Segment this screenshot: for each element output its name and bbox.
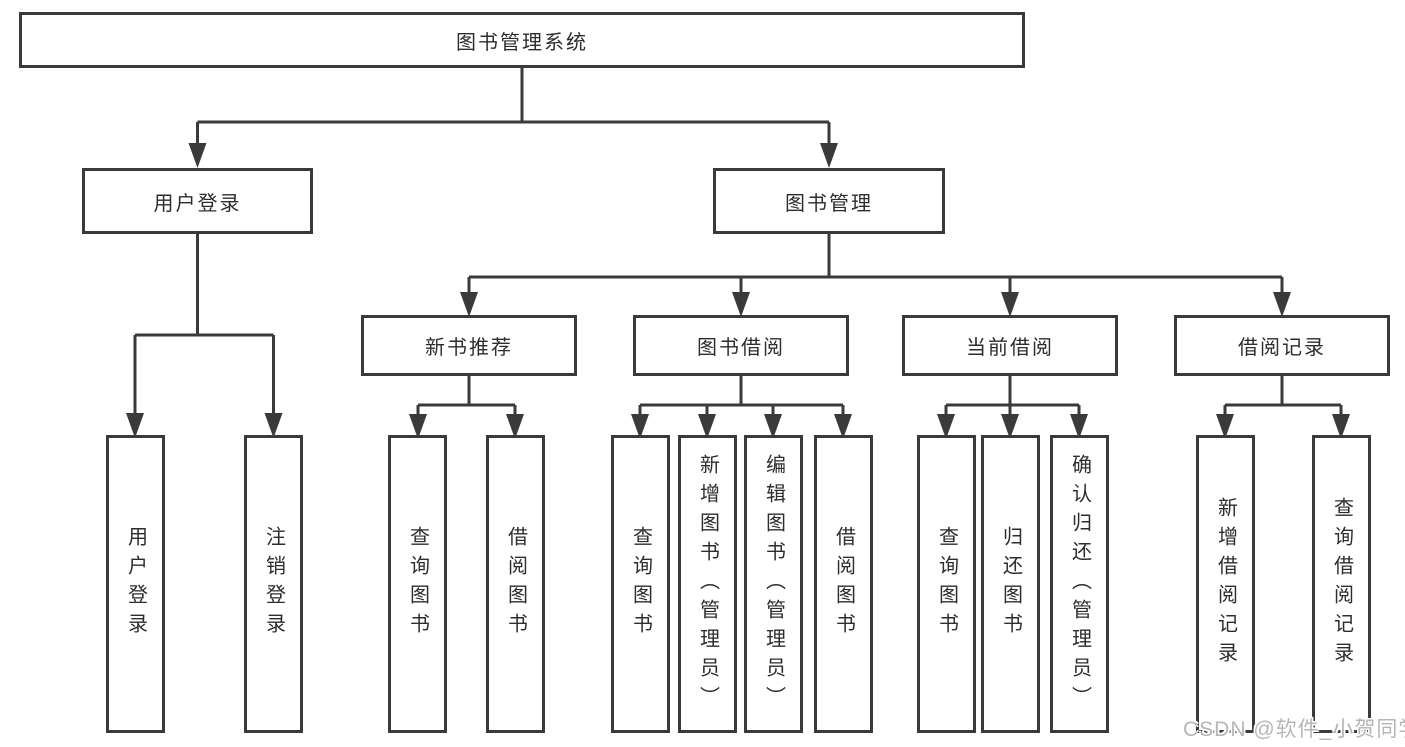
leaf-newbooks-query-books-label: 查询图书 [406,526,429,642]
leaf-confirm-return-admin-label: 确认归还（管理员） [1068,453,1091,715]
node-root-label: 图书管理系统 [456,31,588,54]
node-book-borrow-label: 图书借阅 [697,337,785,359]
node-root-system: 图书管理系统 [19,12,1025,68]
node-current-borrow-label: 当前借阅 [966,337,1054,359]
node-book-management-label: 图书管理 [785,192,873,215]
leaf-query-borrow-record: 查询借阅记录 [1312,435,1371,733]
leaf-query-borrow-record-label: 查询借阅记录 [1330,497,1353,671]
leaf-edit-books-admin: 编辑图书（管理员） [744,435,803,733]
leaf-borrow-books-label: 借阅图书 [832,526,855,642]
leaf-borrow-books: 借阅图书 [814,435,873,733]
node-book-management: 图书管理 [713,168,945,234]
leaf-logout: 注销登录 [244,435,303,733]
node-user-login-label: 用户登录 [153,192,242,215]
leaf-borrow-query-books: 查询图书 [611,435,670,733]
leaf-user-login-label: 用户登录 [124,526,147,642]
arrowheads [126,143,1350,439]
leaf-edit-books-admin-label: 编辑图书（管理员） [762,453,785,715]
leaf-logout-label: 注销登录 [262,526,285,642]
leaf-current-query-books: 查询图书 [917,435,976,733]
leaf-newbooks-query-books: 查询图书 [388,435,447,733]
node-borrow-records-label: 借阅记录 [1238,337,1326,359]
leaf-confirm-return-admin: 确认归还（管理员） [1050,435,1109,733]
leaf-return-books: 归还图书 [981,435,1040,733]
leaf-add-borrow-record: 新增借阅记录 [1196,435,1255,733]
node-current-borrow: 当前借阅 [902,315,1118,376]
node-user-login: 用户登录 [82,168,313,234]
node-new-book-recommend: 新书推荐 [361,315,577,376]
leaf-add-books-admin: 新增图书（管理员） [678,435,737,733]
leaf-return-books-label: 归还图书 [999,526,1022,642]
leaf-add-borrow-record-label: 新增借阅记录 [1214,497,1237,671]
node-book-borrow: 图书借阅 [633,315,849,376]
leaf-newbooks-borrow-books: 借阅图书 [486,435,545,733]
leaf-borrow-query-books-label: 查询图书 [629,526,652,642]
leaf-add-books-admin-label: 新增图书（管理员） [696,453,719,715]
leaf-user-login: 用户登录 [106,435,165,733]
node-new-book-recommend-label: 新书推荐 [425,337,513,359]
leaf-newbooks-borrow-books-label: 借阅图书 [504,526,527,642]
leaf-current-query-books-label: 查询图书 [935,526,958,642]
node-borrow-records: 借阅记录 [1174,315,1390,376]
watermark-text: CSDN @软件_小贺同学 [1183,718,1405,741]
